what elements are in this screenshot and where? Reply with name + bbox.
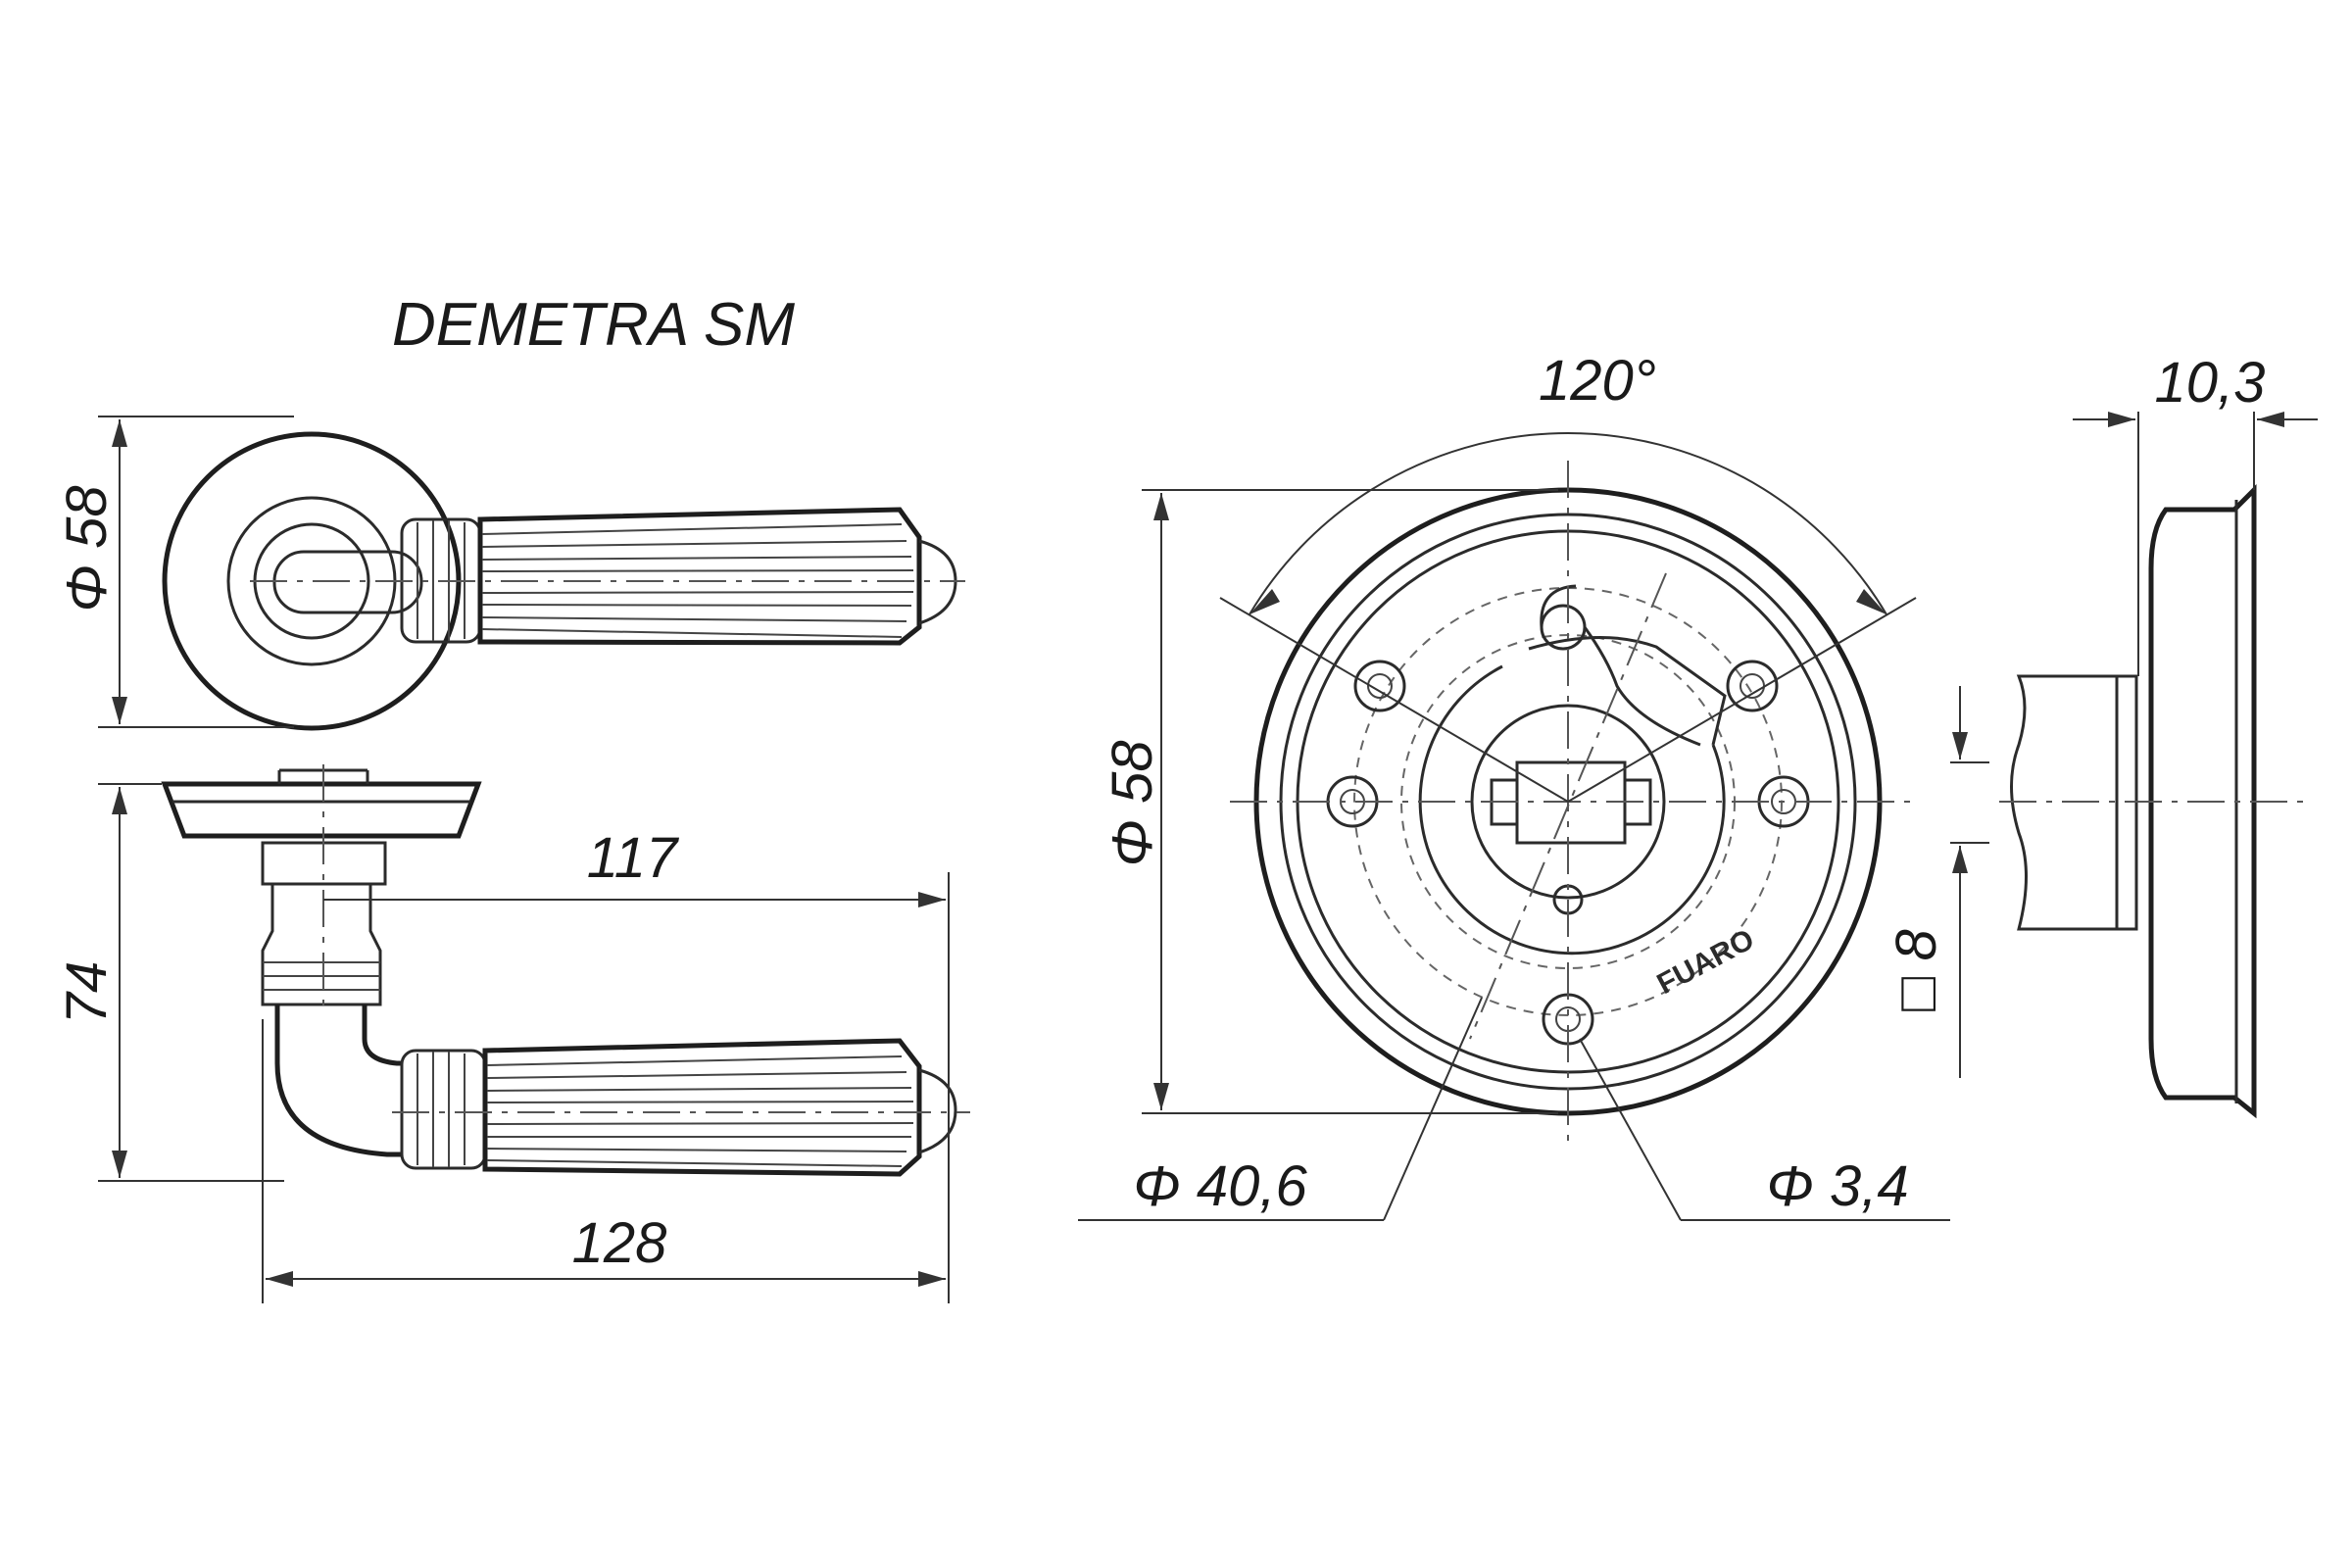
rosette-inner-ring-top [1528, 636, 1727, 746]
spring-hook [1540, 584, 1577, 628]
spring-arm [1583, 626, 1701, 747]
hole-diameter-label: Φ 3,4 [1766, 1154, 1908, 1218]
top-lever-body [477, 507, 922, 646]
spring-eye [1540, 604, 1587, 651]
side-view [98, 764, 970, 1303]
side-collar [400, 1049, 487, 1170]
screw-hole-2 [1726, 660, 1779, 712]
brand-mark: FUARO [1652, 923, 1760, 1001]
angle-arc [1249, 432, 1887, 615]
overall-length-label: 128 [572, 1211, 667, 1275]
lever-length-label: 117 [587, 826, 680, 890]
rosette-diameter-label: Φ 58 [1101, 740, 1164, 866]
spindle-boss [1470, 704, 1666, 900]
top-view [98, 416, 965, 731]
angle-label: 120° [1539, 349, 1656, 413]
side-elbow-inner [362, 1004, 402, 1066]
top-diameter-label: Φ 58 [55, 485, 119, 612]
rosette-side-view [1999, 412, 2318, 1119]
side-rosette [161, 781, 482, 839]
top-rosette-outer [162, 431, 462, 731]
side-lever-tip [918, 1068, 957, 1154]
rosette-view: FUARO [1078, 432, 1989, 1221]
side-neck [261, 884, 382, 1006]
side-lever-body [482, 1038, 922, 1177]
door-section [2010, 674, 2119, 931]
depth-label: 10,3 [2155, 351, 2266, 415]
rosette-inner-ring [1418, 664, 1726, 956]
spindle-square-label: □ 8 [1885, 929, 1948, 1010]
side-height-label: 74 [55, 961, 119, 1025]
side-elbow-outer [274, 1004, 402, 1157]
bolt-circle-label: Φ 40,6 [1133, 1154, 1307, 1218]
drawing-title: DEMETRA SM [392, 291, 795, 359]
screw-hole-1 [1353, 660, 1406, 712]
rosette-profile [2148, 483, 2257, 1119]
